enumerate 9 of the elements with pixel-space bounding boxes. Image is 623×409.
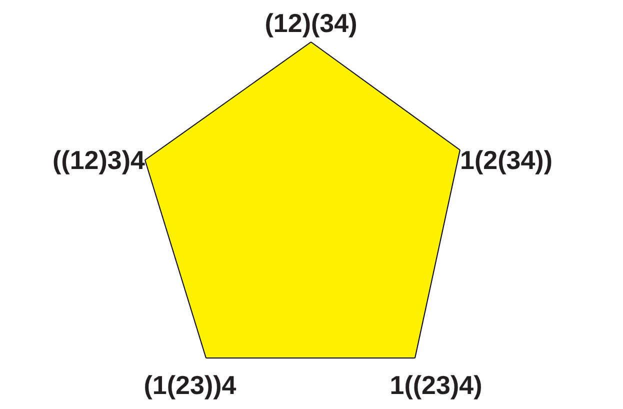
vertex-label: (12)(34) (241, 4, 381, 42)
vertex-label: 1((23)4) (352, 358, 520, 404)
polygon-edge (310, 42, 460, 150)
vertex-label: (1(23))4 (104, 358, 276, 404)
polygon-edge (144, 42, 312, 160)
polygon-edge (414, 150, 460, 358)
vertex-label: ((12)3)4 (2, 143, 145, 177)
polygon-edge (144, 160, 206, 358)
vertex-label: 1(2(34)) (460, 143, 620, 177)
